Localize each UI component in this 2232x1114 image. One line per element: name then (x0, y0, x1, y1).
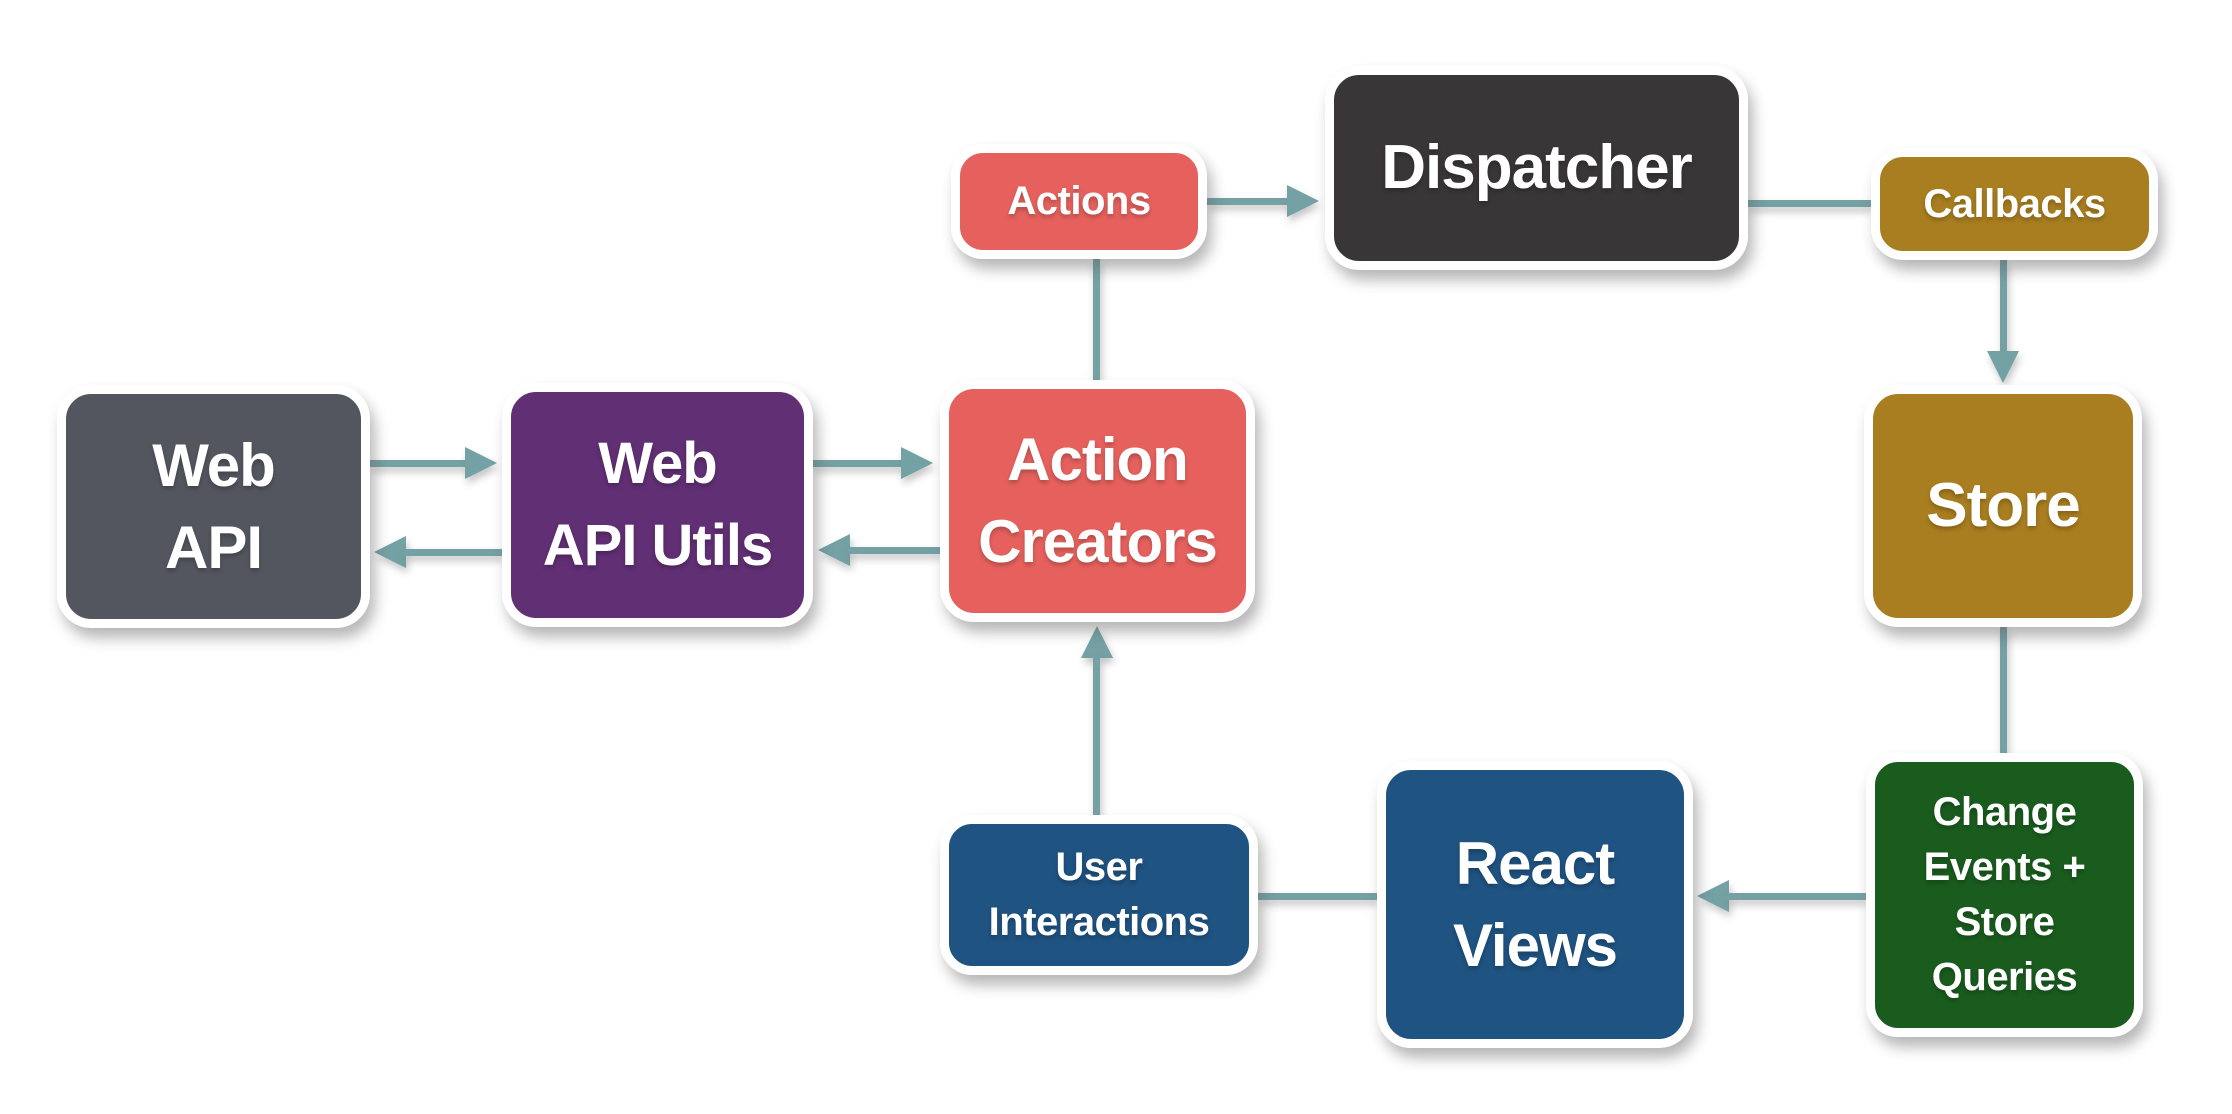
node-callbacks: Callbacks (1871, 148, 2158, 260)
node-store-label: Store (1926, 471, 2080, 540)
edge-change-events-to-react-views (1727, 893, 1866, 900)
edge-action-creators-to-web-api-utils (848, 547, 940, 554)
arrowhead-into-web-api-utils-icon (465, 447, 497, 479)
arrowhead-into-dispatcher-icon (1287, 185, 1319, 217)
node-change-events-label-line-1: Change (1932, 790, 2077, 834)
edge-actions-to-dispatcher (1207, 198, 1289, 205)
edge-callbacks-to-store (2000, 260, 2007, 353)
node-action-creators: Action Creators (940, 380, 1255, 622)
arrowhead-into-action-creators-icon (901, 447, 933, 479)
edge-react-views-to-user-interactions (1258, 893, 1377, 900)
node-action-creators-label-line-2: Creators (978, 508, 1218, 575)
node-dispatcher: Dispatcher (1325, 66, 1748, 270)
node-user-interactions-label-line-2: Interactions (988, 900, 1210, 944)
node-change-events-store-queries: Change Events + Store Queries (1866, 753, 2143, 1037)
edge-web-api-utils-to-web-api (404, 549, 502, 556)
edge-store-to-change-events (2000, 627, 2007, 753)
edge-action-creators-to-actions (1093, 259, 1100, 380)
node-react-views: React Views (1377, 761, 1693, 1048)
node-web-api-label-line-1: Web (152, 431, 276, 499)
edge-web-api-utils-to-action-creators (813, 460, 903, 467)
node-actions-label: Actions (1007, 179, 1151, 223)
edge-web-api-to-web-api-utils (370, 460, 467, 467)
node-web-api-label-line-2: API (164, 513, 263, 581)
edge-user-interactions-to-action-creators (1093, 656, 1100, 815)
edge-dispatcher-to-callbacks (1748, 200, 1871, 207)
node-user-interactions-label-line-1: User (1055, 845, 1143, 889)
arrowhead-into-action-creators-from-user-icon (1081, 626, 1113, 658)
node-actions: Actions (951, 144, 1207, 259)
node-callbacks-label: Callbacks (1923, 181, 2106, 226)
node-react-views-label-line-2: Views (1452, 911, 1618, 979)
arrowhead-into-store-icon (1987, 351, 2019, 383)
node-react-views-label-line-1: React (1455, 829, 1615, 897)
arrowhead-into-react-views-icon (1697, 880, 1729, 912)
node-change-events-label-line-3: Store (1954, 900, 2055, 944)
arrowhead-into-web-api-utils-return-icon (818, 534, 850, 566)
node-dispatcher-label: Dispatcher (1381, 133, 1692, 202)
arrowhead-into-web-api-icon (374, 536, 406, 568)
node-store: Store (1864, 385, 2142, 627)
node-web-api: Web API (57, 385, 370, 628)
node-user-interactions: User Interactions (940, 815, 1258, 975)
node-web-api-utils: Web API Utils (502, 383, 813, 627)
node-web-api-utils-label-line-1: Web (598, 431, 717, 496)
node-change-events-label-line-4: Queries (1931, 955, 2078, 999)
node-change-events-label-line-2: Events + (1923, 845, 2086, 889)
node-action-creators-label-line-1: Action (1007, 426, 1189, 493)
node-web-api-utils-label-line-2: API Utils (542, 513, 773, 578)
